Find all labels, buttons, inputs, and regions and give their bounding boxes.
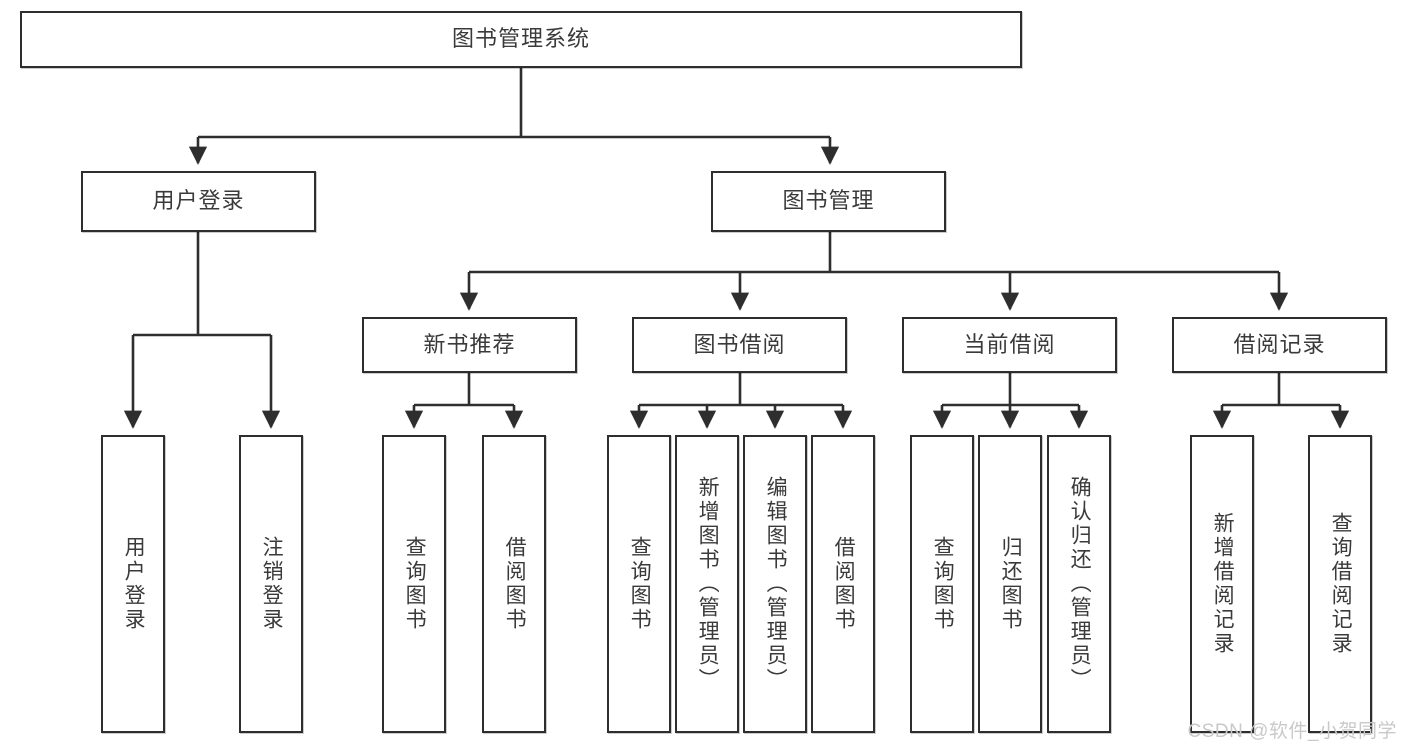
node-current-borrow-label: 当前借阅 (963, 331, 1056, 357)
node-leaf-add-record-label: 新增借阅记录 (1211, 512, 1235, 656)
node-leaf-confirm-return-label: 确认归还（管理员） (1068, 476, 1092, 692)
node-leaf-user-login[interactable]: 用户登录 (101, 435, 165, 733)
node-leaf-add-book-label: 新增图书（管理员） (696, 476, 720, 692)
node-borrow-record[interactable]: 借阅记录 (1172, 317, 1387, 373)
node-leaf-borrow-book-1-label: 借阅图书 (503, 536, 527, 632)
csdn-watermark: CSDN @软件_小贺同学 (1187, 721, 1397, 742)
node-leaf-query-book-1[interactable]: 查询图书 (382, 435, 446, 733)
node-leaf-query-record-label: 查询借阅记录 (1329, 512, 1353, 656)
node-leaf-borrow-book-1[interactable]: 借阅图书 (482, 435, 546, 733)
node-root[interactable]: 图书管理系统 (20, 11, 1022, 68)
node-leaf-borrow-book-2-label: 借阅图书 (832, 536, 856, 632)
node-leaf-borrow-book-2[interactable]: 借阅图书 (811, 435, 875, 733)
node-root-label: 图书管理系统 (451, 26, 590, 52)
node-leaf-query-book-2[interactable]: 查询图书 (607, 435, 671, 733)
node-leaf-return-book[interactable]: 归还图书 (978, 435, 1042, 733)
node-leaf-query-book-1-label: 查询图书 (403, 536, 427, 632)
node-leaf-query-book-3-label: 查询图书 (931, 536, 955, 632)
node-borrow-record-label: 借阅记录 (1233, 331, 1326, 357)
node-leaf-add-record[interactable]: 新增借阅记录 (1190, 435, 1254, 733)
node-user-login[interactable]: 用户登录 (81, 171, 316, 232)
node-new-book-recommend-label: 新书推荐 (423, 331, 516, 357)
node-leaf-add-book[interactable]: 新增图书（管理员） (675, 435, 739, 733)
node-book-manage[interactable]: 图书管理 (711, 171, 946, 232)
node-leaf-return-book-label: 归还图书 (999, 536, 1023, 632)
node-user-login-label: 用户登录 (152, 188, 245, 214)
node-leaf-confirm-return[interactable]: 确认归还（管理员） (1047, 435, 1111, 733)
node-book-borrow-label: 图书借阅 (693, 331, 786, 357)
node-leaf-query-book-3[interactable]: 查询图书 (910, 435, 974, 733)
node-leaf-query-book-2-label: 查询图书 (628, 536, 652, 632)
node-new-book-recommend[interactable]: 新书推荐 (362, 317, 577, 373)
node-book-manage-label: 图书管理 (782, 188, 875, 214)
node-leaf-logout-login-label: 注销登录 (260, 536, 284, 632)
node-book-borrow[interactable]: 图书借阅 (632, 317, 847, 373)
node-leaf-user-login-label: 用户登录 (122, 536, 146, 632)
node-leaf-edit-book-label: 编辑图书（管理员） (764, 476, 788, 692)
node-current-borrow[interactable]: 当前借阅 (902, 317, 1117, 373)
node-leaf-query-record[interactable]: 查询借阅记录 (1308, 435, 1372, 733)
node-leaf-logout-login[interactable]: 注销登录 (239, 435, 303, 733)
node-leaf-edit-book[interactable]: 编辑图书（管理员） (743, 435, 807, 733)
